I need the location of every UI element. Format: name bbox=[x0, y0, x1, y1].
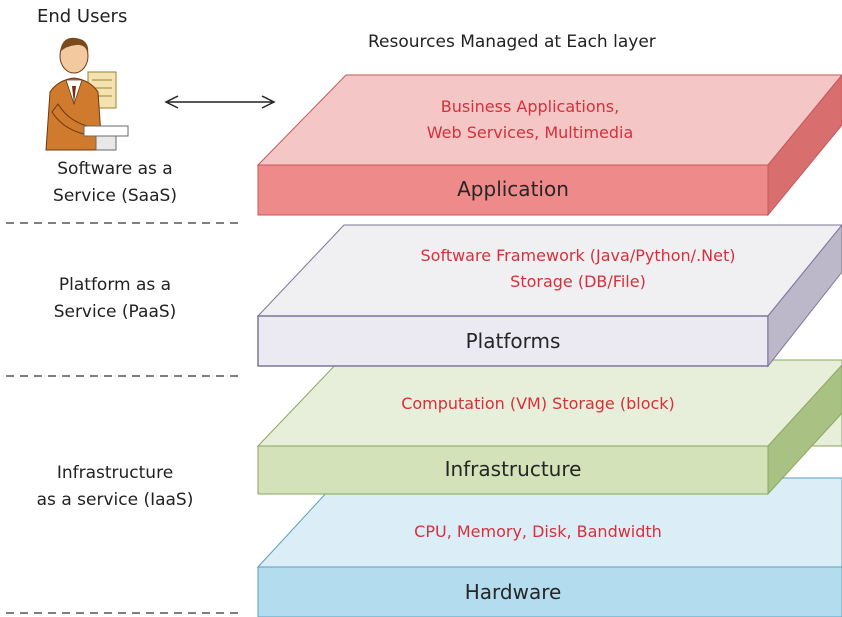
infrastructure-description: Computation (VM) Storage (block) bbox=[318, 391, 758, 417]
paas-label-line1: Platform as a bbox=[58, 275, 172, 295]
resources-title: Resources Managed at Each layer bbox=[368, 32, 656, 52]
platforms-side-face bbox=[767, 224, 842, 368]
iaas-label: Infrastructure as a service (IaaS) bbox=[10, 460, 220, 514]
paas-label: Platform as a Service (PaaS) bbox=[20, 272, 210, 326]
platforms-desc-line2: Storage (DB/File) bbox=[510, 272, 646, 291]
end-user-icon bbox=[45, 37, 129, 151]
application-desc-line1: Business Applications, bbox=[440, 97, 620, 116]
iaas-label-line2: as a service (IaaS) bbox=[36, 490, 194, 510]
saas-label: Software as a Service (SaaS) bbox=[20, 156, 210, 210]
hardware-description: CPU, Memory, Disk, Bandwidth bbox=[318, 519, 758, 545]
infrastructure-front-face bbox=[257, 445, 769, 495]
application-desc-line2: Web Services, Multimedia bbox=[426, 123, 634, 142]
iaas-label-line1: Infrastructure bbox=[56, 463, 174, 483]
application-description: Business Applications, Web Services, Mul… bbox=[330, 94, 730, 146]
platforms-layer bbox=[256, 224, 842, 368]
application-front-face bbox=[257, 164, 769, 216]
application-layer bbox=[256, 74, 842, 217]
infrastructure-layer-name: Infrastructure bbox=[444, 457, 582, 481]
infrastructure-desc-line1: Computation (VM) Storage (block) bbox=[401, 394, 675, 413]
end-users-label: End Users bbox=[37, 6, 128, 27]
infrastructure-side-face bbox=[767, 364, 842, 496]
double-arrow-icon bbox=[164, 95, 276, 109]
platforms-desc-line1: Software Framework (Java/Python/.Net) bbox=[420, 246, 736, 265]
saas-label-line2: Service (SaaS) bbox=[53, 186, 177, 206]
platforms-layer-name: Platforms bbox=[465, 329, 561, 353]
hardware-front-face bbox=[257, 566, 842, 617]
platforms-description: Software Framework (Java/Python/.Net) St… bbox=[318, 243, 838, 295]
paas-label-line2: Service (PaaS) bbox=[53, 302, 177, 322]
application-side-face bbox=[767, 74, 842, 217]
application-layer-name: Application bbox=[457, 177, 569, 201]
hardware-layer-name: Hardware bbox=[464, 580, 562, 604]
saas-label-line1: Software as a bbox=[57, 159, 173, 179]
hardware-desc-line1: CPU, Memory, Disk, Bandwidth bbox=[414, 522, 662, 541]
hardware-layer bbox=[256, 477, 842, 617]
infrastructure-layer bbox=[256, 359, 842, 496]
